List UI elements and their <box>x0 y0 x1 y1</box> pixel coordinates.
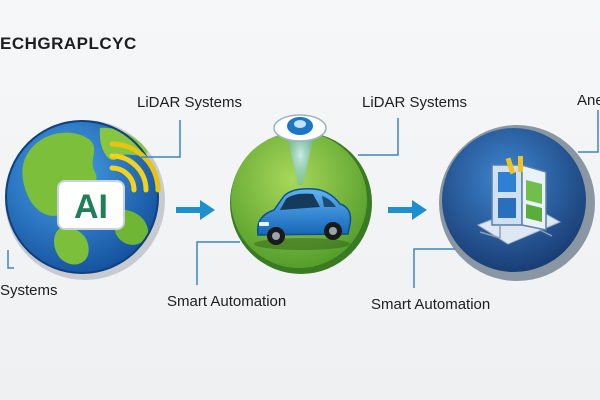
ai-badge-text: AI <box>74 188 108 226</box>
stage-3-top-label: Anel <box>577 92 600 109</box>
flow-arrow-2 <box>388 200 427 220</box>
smart-building-icon <box>439 125 595 281</box>
page-title: ECHGRAPLCYC <box>0 34 137 53</box>
connector-bottom-3 <box>413 248 455 288</box>
ai-badge: AI <box>57 180 125 230</box>
connector-top-3 <box>578 110 599 153</box>
ai-globe-icon: AI <box>5 120 165 280</box>
lidar-sensor-icon <box>273 114 327 142</box>
car-sensor-icon <box>230 114 372 274</box>
stage-1-top-label: LiDAR Systems <box>137 94 243 111</box>
connector-top-1 <box>141 120 181 158</box>
connector-bottom-2 <box>196 241 240 285</box>
connector-bottom-1 <box>7 250 14 269</box>
flow-arrow-1 <box>176 200 215 220</box>
stage-1-bottom-label: Systems <box>0 282 58 299</box>
connector-top-2 <box>358 118 399 156</box>
stage-2-top-label: LiDAR Systems <box>362 94 468 111</box>
car-icon <box>254 188 352 250</box>
stage-2-bottom-label: Smart Automation <box>167 293 287 310</box>
connector-lines <box>7 110 599 288</box>
stage-3-bottom-label: Smart Automation <box>371 296 491 313</box>
